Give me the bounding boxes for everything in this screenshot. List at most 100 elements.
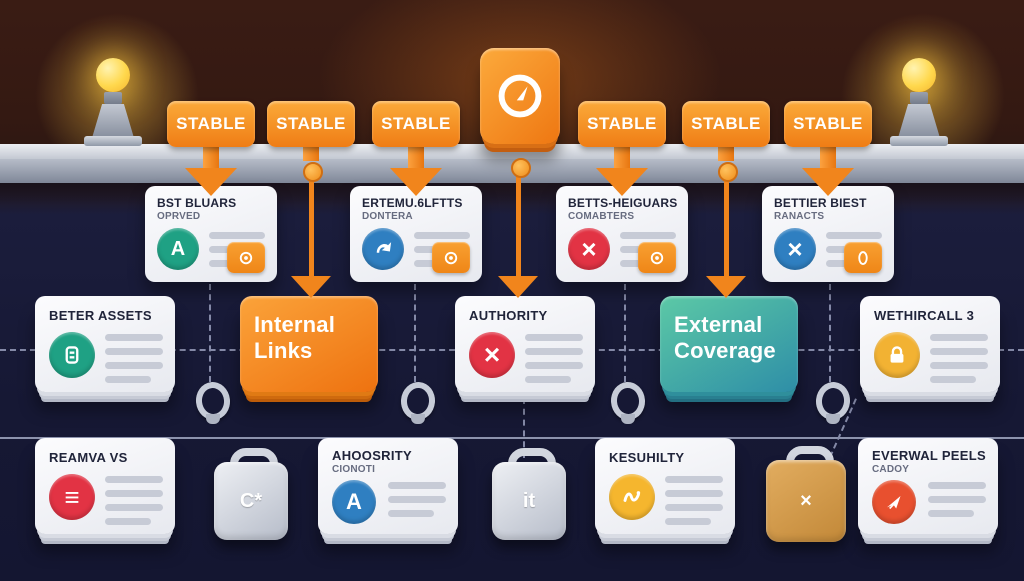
stable-sign-4: STABLE — [578, 101, 666, 147]
bulb-neck — [910, 92, 928, 104]
card-external-coverage: External Coverage — [660, 296, 798, 392]
dashed-drop-line — [414, 284, 416, 382]
briefcase-glyph: it — [522, 489, 536, 512]
card-wethircall: WETHIRCALL 3 — [860, 296, 1000, 392]
flow-line — [309, 178, 314, 278]
sign-post — [408, 145, 424, 169]
icon-glyph: ≡ — [64, 481, 80, 512]
sign-post — [614, 145, 630, 169]
stable-sign-label: STABLE — [176, 114, 246, 133]
letter-a-icon: A — [157, 228, 199, 270]
connector-pin-icon — [511, 158, 531, 178]
card-title: BETER ASSETS — [49, 308, 152, 323]
card-authority: AUTHORITY × — [455, 296, 595, 392]
internal-links-label: Internal Links — [254, 312, 336, 363]
bulb-base — [84, 136, 142, 146]
clock-icon — [498, 74, 542, 118]
down-arrow-icon — [706, 276, 746, 298]
squiggle-icon — [609, 474, 655, 520]
card-subtitle: COMABTERS — [568, 211, 635, 222]
card-ertemu: ERTEMU.6LFTTS DONTERA — [350, 186, 482, 282]
down-arrow-icon — [185, 168, 237, 196]
card-title: AHOOSRITY — [332, 448, 412, 463]
placeholder-text — [928, 482, 986, 524]
sign-post — [820, 145, 836, 169]
card-reamva: REAMVA VS ≡ — [35, 438, 175, 534]
card-subtitle: RANACTS — [774, 211, 825, 222]
fingerprint-icon — [844, 242, 882, 273]
lock-icon — [874, 332, 920, 378]
menu-lines-icon: ≡ — [49, 474, 95, 520]
briefcase-icon: × — [766, 460, 846, 542]
card-title: WETHIRCALL 3 — [874, 308, 975, 323]
card-title: EVERWAL PEELS — [872, 448, 986, 463]
down-arrow-icon — [390, 168, 442, 196]
stable-sign-6: STABLE — [784, 101, 872, 147]
curved-arrow-icon — [362, 228, 404, 270]
shelf-top — [0, 144, 1024, 159]
x-mark-icon: × — [469, 332, 515, 378]
card-title: REAMVA VS — [49, 450, 128, 465]
x-mark-icon: × — [568, 228, 610, 270]
center-module — [480, 48, 560, 144]
letter-a-icon: A — [332, 480, 376, 524]
down-arrow-icon — [498, 276, 538, 298]
card-kesuhilty: KESUHILTY — [595, 438, 735, 534]
stable-sign-5: STABLE — [682, 101, 770, 147]
card-title: BETTIER BIEST — [774, 196, 867, 210]
stable-sign-label: STABLE — [793, 114, 863, 133]
bulb-base — [890, 136, 948, 146]
card-everwal-peels: EVERWAL PEELS CADOY — [858, 438, 998, 534]
placeholder-text — [105, 334, 163, 390]
target-icon — [432, 242, 470, 273]
padlock-body — [826, 414, 840, 424]
card-bettier-biest: BETTIER BIEST RANACTS × — [762, 186, 894, 282]
flow-line — [724, 178, 729, 278]
bottom-guide-line — [0, 437, 1024, 439]
card-subtitle: DONTERA — [362, 211, 413, 222]
sign-post — [203, 145, 219, 169]
placeholder-text — [388, 482, 446, 524]
sign-post — [718, 145, 734, 161]
padlock-body — [411, 414, 425, 424]
stable-sign-3: STABLE — [372, 101, 460, 147]
list-icon — [49, 332, 95, 378]
card-betts-heiguars: BETTS-HEIGUARS COMABTERS × — [556, 186, 688, 282]
dashed-drop-line — [624, 284, 626, 382]
card-title: BETTS-HEIGUARS — [568, 196, 678, 210]
card-subtitle: CADOY — [872, 464, 910, 475]
briefcase-glyph: C* — [239, 489, 263, 512]
down-arrow-icon — [291, 276, 331, 298]
bulb-neck — [104, 92, 122, 104]
card-title: ERTEMU.6LFTTS — [362, 196, 463, 210]
card-internal-links: Internal Links — [240, 296, 378, 392]
icon-glyph: A — [170, 237, 186, 260]
placeholder-text — [105, 476, 163, 532]
card-subtitle: OPRVED — [157, 211, 201, 222]
placeholder-text — [930, 334, 988, 390]
icon-glyph: × — [483, 339, 501, 370]
x-mark-icon: × — [774, 228, 816, 270]
placeholder-text — [525, 334, 583, 390]
stable-sign-label: STABLE — [691, 114, 761, 133]
stable-sign-label: STABLE — [587, 114, 657, 133]
icon-glyph: × — [787, 233, 803, 264]
external-coverage-label: External Coverage — [674, 312, 776, 363]
card-title: AUTHORITY — [469, 308, 548, 323]
target-icon — [227, 242, 265, 273]
bulb-icon — [902, 58, 936, 92]
plane-icon — [872, 480, 916, 524]
bulb-icon — [96, 58, 130, 92]
briefcase-icon: it — [492, 462, 566, 540]
icon-glyph: A — [346, 489, 362, 514]
placeholder-text — [665, 476, 723, 532]
connector-pin-icon — [303, 162, 323, 182]
dashed-drop-line — [829, 284, 831, 382]
flow-line — [516, 172, 521, 278]
dashed-drop-line — [523, 398, 525, 458]
stable-sign-1: STABLE — [167, 101, 255, 147]
stable-sign-label: STABLE — [276, 114, 346, 133]
briefcase-glyph: × — [800, 489, 812, 512]
stable-sign-label: STABLE — [381, 114, 451, 133]
